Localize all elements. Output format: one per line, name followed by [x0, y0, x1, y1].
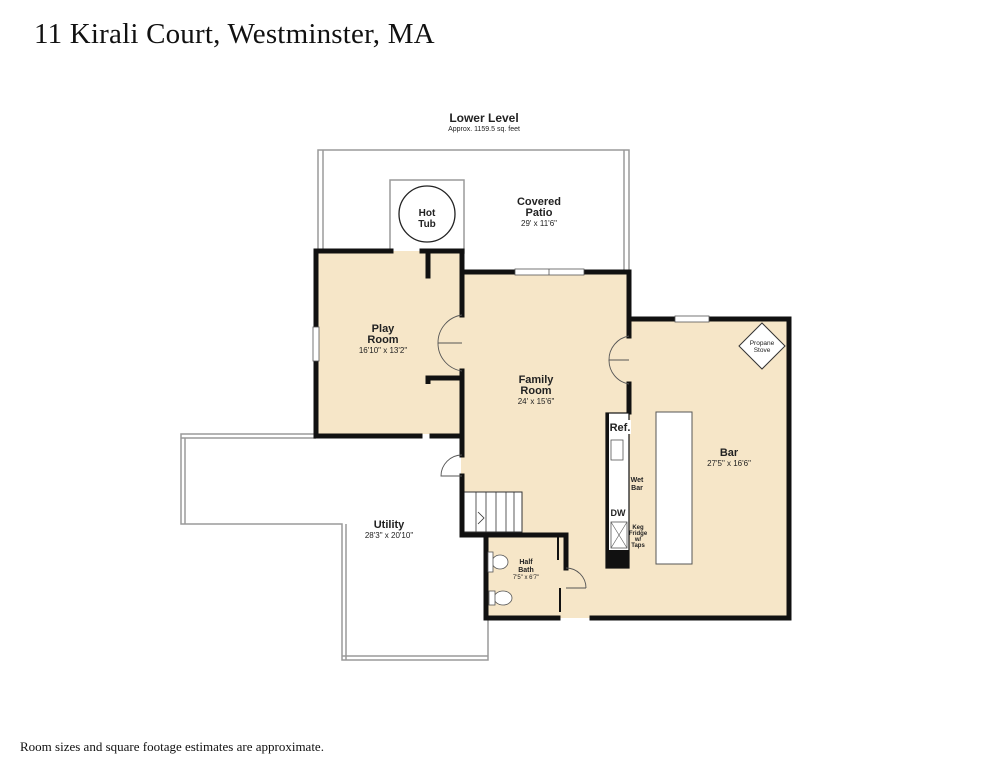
covered-patio-size: 29' x 11'6": [521, 219, 557, 228]
play-room-name-2: Room: [367, 334, 398, 346]
utility-name: Utility: [374, 519, 405, 531]
keg-fridge-label-2: Fridge: [629, 531, 648, 537]
play-room-size: 16'10" x 13'2": [359, 346, 407, 355]
half-bath-size: 7'5" x 6'7": [513, 575, 539, 581]
propane-stove: [738, 322, 786, 370]
covered-patio-name-2: Patio: [526, 207, 553, 219]
refrigerator-label: Ref.: [610, 422, 631, 434]
level-name: Lower Level: [449, 111, 518, 125]
toilet: [493, 590, 513, 606]
disclaimer: Room sizes and square footage estimates …: [20, 739, 324, 754]
utility-size: 28'3" x 20'10": [365, 531, 413, 540]
bath-sink: [491, 554, 509, 570]
family-room-name-1: Family: [519, 374, 555, 386]
play-room-name-1: Play: [372, 323, 396, 335]
bar-size: 27'5" x 16'6": [707, 459, 751, 468]
dishwasher-label: DW: [611, 508, 626, 518]
wall-play-top-right: [419, 248, 465, 275]
wet-bar-sink: [610, 439, 624, 461]
hot-tub-label-1: Hot: [419, 208, 436, 219]
wall-bar-right: [589, 316, 792, 621]
covered-patio-name-1: Covered: [517, 196, 561, 208]
propane-stove-label-1: Propane: [750, 340, 775, 347]
wet-bar-counter: [605, 412, 630, 569]
wall-bar-top: [581, 269, 678, 322]
counter-end: [606, 550, 629, 568]
hot-tub: [398, 185, 456, 243]
family-room-size: 24' x 15'6": [518, 397, 555, 406]
page-title: 11 Kirali Court, Westminster, MA: [34, 18, 435, 50]
bar-name: Bar: [720, 447, 739, 459]
walls: [313, 248, 792, 621]
hot-tub-label-2: Tub: [418, 219, 436, 230]
staircase: [463, 491, 523, 533]
windows: [312, 268, 710, 362]
doors: [437, 314, 630, 589]
family-room-name-2: Room: [520, 385, 551, 397]
wet-bar-label-1: Wet: [631, 477, 644, 484]
half-bath-name-1: Half: [519, 559, 533, 566]
keg-fridge-label-4: Taps: [631, 543, 645, 549]
wall-play-bottom-right: [429, 433, 465, 458]
wall-play-left-bottom: [313, 358, 423, 439]
level-area: Approx. 1159.5 sq. feet: [448, 126, 520, 133]
utility-outline: [180, 433, 489, 661]
keg-fridge-label-3: w/: [634, 537, 642, 543]
keg-fridge-label-1: Keg: [632, 525, 644, 531]
keg-fridge: [610, 521, 628, 549]
half-bath-name-2: Bath: [518, 567, 534, 574]
bar-island: [655, 411, 693, 565]
stair-treads: [475, 492, 515, 532]
stair-arrow-icon: [477, 511, 485, 525]
covered-patio-outline: [317, 149, 630, 272]
propane-stove-label-2: Stove: [754, 347, 771, 354]
wet-bar-label-2: Bar: [631, 485, 643, 492]
wall-play-top-left: [313, 248, 394, 330]
